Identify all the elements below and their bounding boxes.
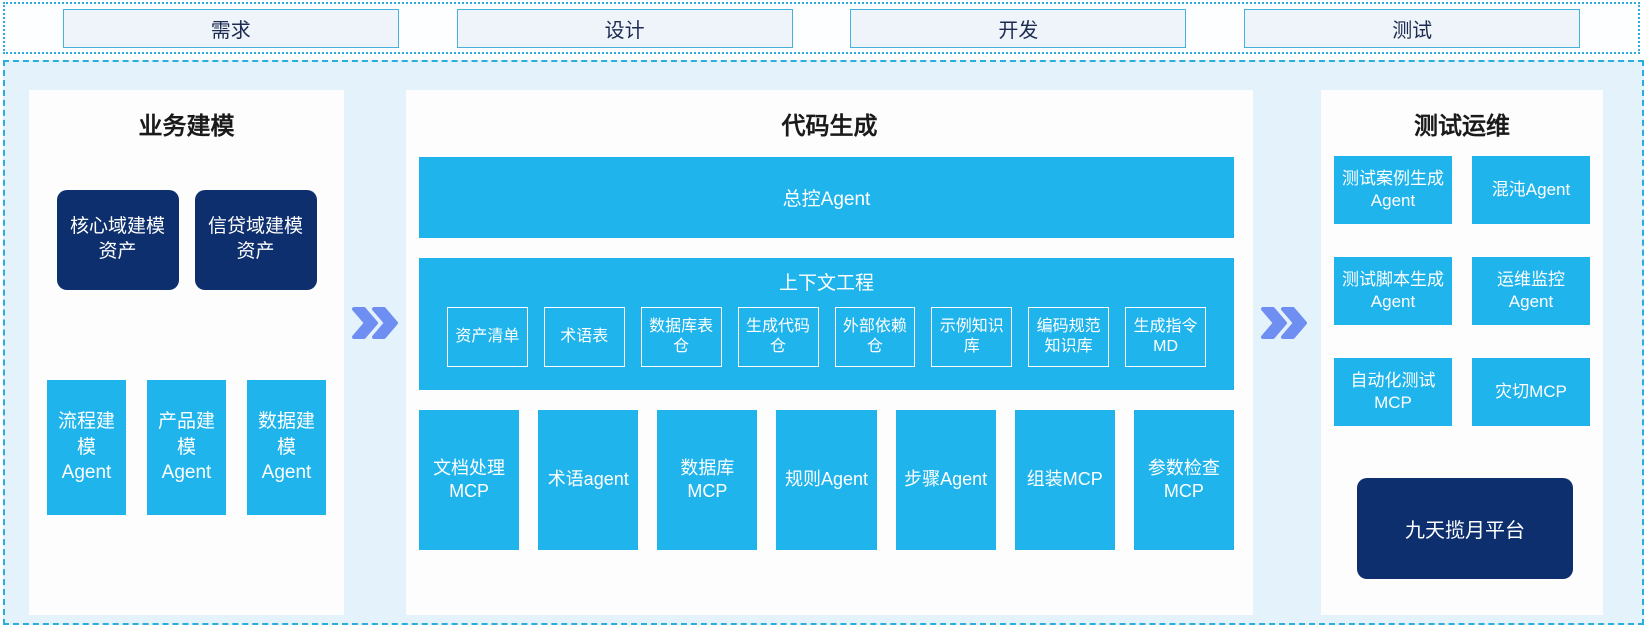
- box-data-modeling-agent: 数据建模Agent: [247, 380, 326, 515]
- phase-bar: 需求 设计 开发 测试: [3, 2, 1640, 54]
- box-example-knowledge-base: 示例知识库: [931, 307, 1013, 367]
- box-disaster-switch-mcp: 灾切MCP: [1472, 358, 1590, 426]
- box-db-table-repo: 数据库表仓: [640, 307, 722, 367]
- box-master-agent: 总控Agent: [419, 157, 1234, 238]
- test-ops-grid: 测试案例生成Agent 混沌Agent 测试脚本生成Agent 运维监控Agen…: [1334, 156, 1590, 426]
- box-ops-monitoring-agent: 运维监控Agent: [1472, 257, 1590, 325]
- box-credit-domain-assets: 信贷域建模资产: [194, 190, 317, 290]
- modeling-agent-row: 流程建模Agent 产品建模Agent 数据建模Agent: [29, 380, 344, 515]
- box-process-modeling-agent: 流程建模Agent: [47, 380, 126, 515]
- panel-title-test-ops: 测试运维: [1414, 113, 1510, 140]
- box-chaos-agent: 混沌Agent: [1472, 156, 1590, 224]
- box-core-domain-assets: 核心域建模资产: [56, 190, 179, 290]
- box-test-case-generation-agent: 测试案例生成Agent: [1334, 156, 1452, 224]
- box-database-mcp: 数据库MCP: [657, 410, 758, 550]
- context-engineering-title: 上下文工程: [778, 273, 874, 294]
- flow-arrow-icon-1: [350, 305, 402, 341]
- panel-code-generation: 代码生成 总控Agent 上下文工程 资产清单 术语表 数据库表仓 生成代码仓 …: [406, 90, 1253, 615]
- box-jiutian-lanyue-platform: 九天揽月平台: [1357, 478, 1573, 579]
- box-generation-instruction-md: 生成指令MD: [1125, 307, 1206, 367]
- asset-box-row: 核心域建模资产 信贷域建模资产: [29, 190, 344, 290]
- phase-box-design: 设计: [456, 8, 793, 48]
- context-engineering-panel: 上下文工程 资产清单 术语表 数据库表仓 生成代码仓 外部依赖仓 示例知识库 编…: [419, 258, 1234, 390]
- box-product-modeling-agent: 产品建模Agent: [147, 380, 226, 515]
- box-coding-standard-knowledge-base: 编码规范知识库: [1028, 307, 1110, 367]
- panel-test-ops: 测试运维 测试案例生成Agent 混沌Agent 测试脚本生成Agent 运维监…: [1321, 90, 1603, 615]
- box-doc-processing-mcp: 文档处理MCP: [419, 410, 520, 550]
- tool-box-row: 文档处理MCP 术语agent 数据库MCP 规则Agent 步骤Agent 组…: [419, 410, 1234, 550]
- panel-business-modeling: 业务建模 核心域建模资产 信贷域建模资产 流程建模Agent 产品建模Agent…: [29, 90, 344, 615]
- box-step-agent: 步骤Agent: [895, 410, 996, 550]
- panel-title-code-generation: 代码生成: [781, 113, 878, 140]
- phase-box-development: 开发: [850, 8, 1187, 48]
- box-glossary: 术语表: [543, 307, 625, 367]
- box-external-dependency-repo: 外部依赖仓: [834, 307, 916, 367]
- box-rule-agent: 规则Agent: [776, 410, 877, 550]
- flow-arrow-icon-2: [1259, 305, 1311, 341]
- main-diagram-area: 业务建模 核心域建模资产 信贷域建模资产 流程建模Agent 产品建模Agent…: [3, 60, 1644, 625]
- box-asset-list: 资产清单: [447, 307, 528, 367]
- context-item-row: 资产清单 术语表 数据库表仓 生成代码仓 外部依赖仓 示例知识库 编码规范知识库…: [447, 307, 1206, 367]
- phase-box-requirements: 需求: [62, 8, 399, 48]
- box-terminology-agent: 术语agent: [538, 410, 639, 550]
- box-automated-testing-mcp: 自动化测试MCP: [1334, 358, 1452, 426]
- box-generated-code-repo: 生成代码仓: [737, 307, 819, 367]
- panel-title-business-modeling: 业务建模: [138, 113, 235, 140]
- box-assembly-mcp: 组装MCP: [1014, 410, 1115, 550]
- box-parameter-check-mcp: 参数检查MCP: [1133, 410, 1234, 550]
- phase-box-testing: 测试: [1244, 8, 1581, 48]
- box-test-script-generation-agent: 测试脚本生成Agent: [1334, 257, 1452, 325]
